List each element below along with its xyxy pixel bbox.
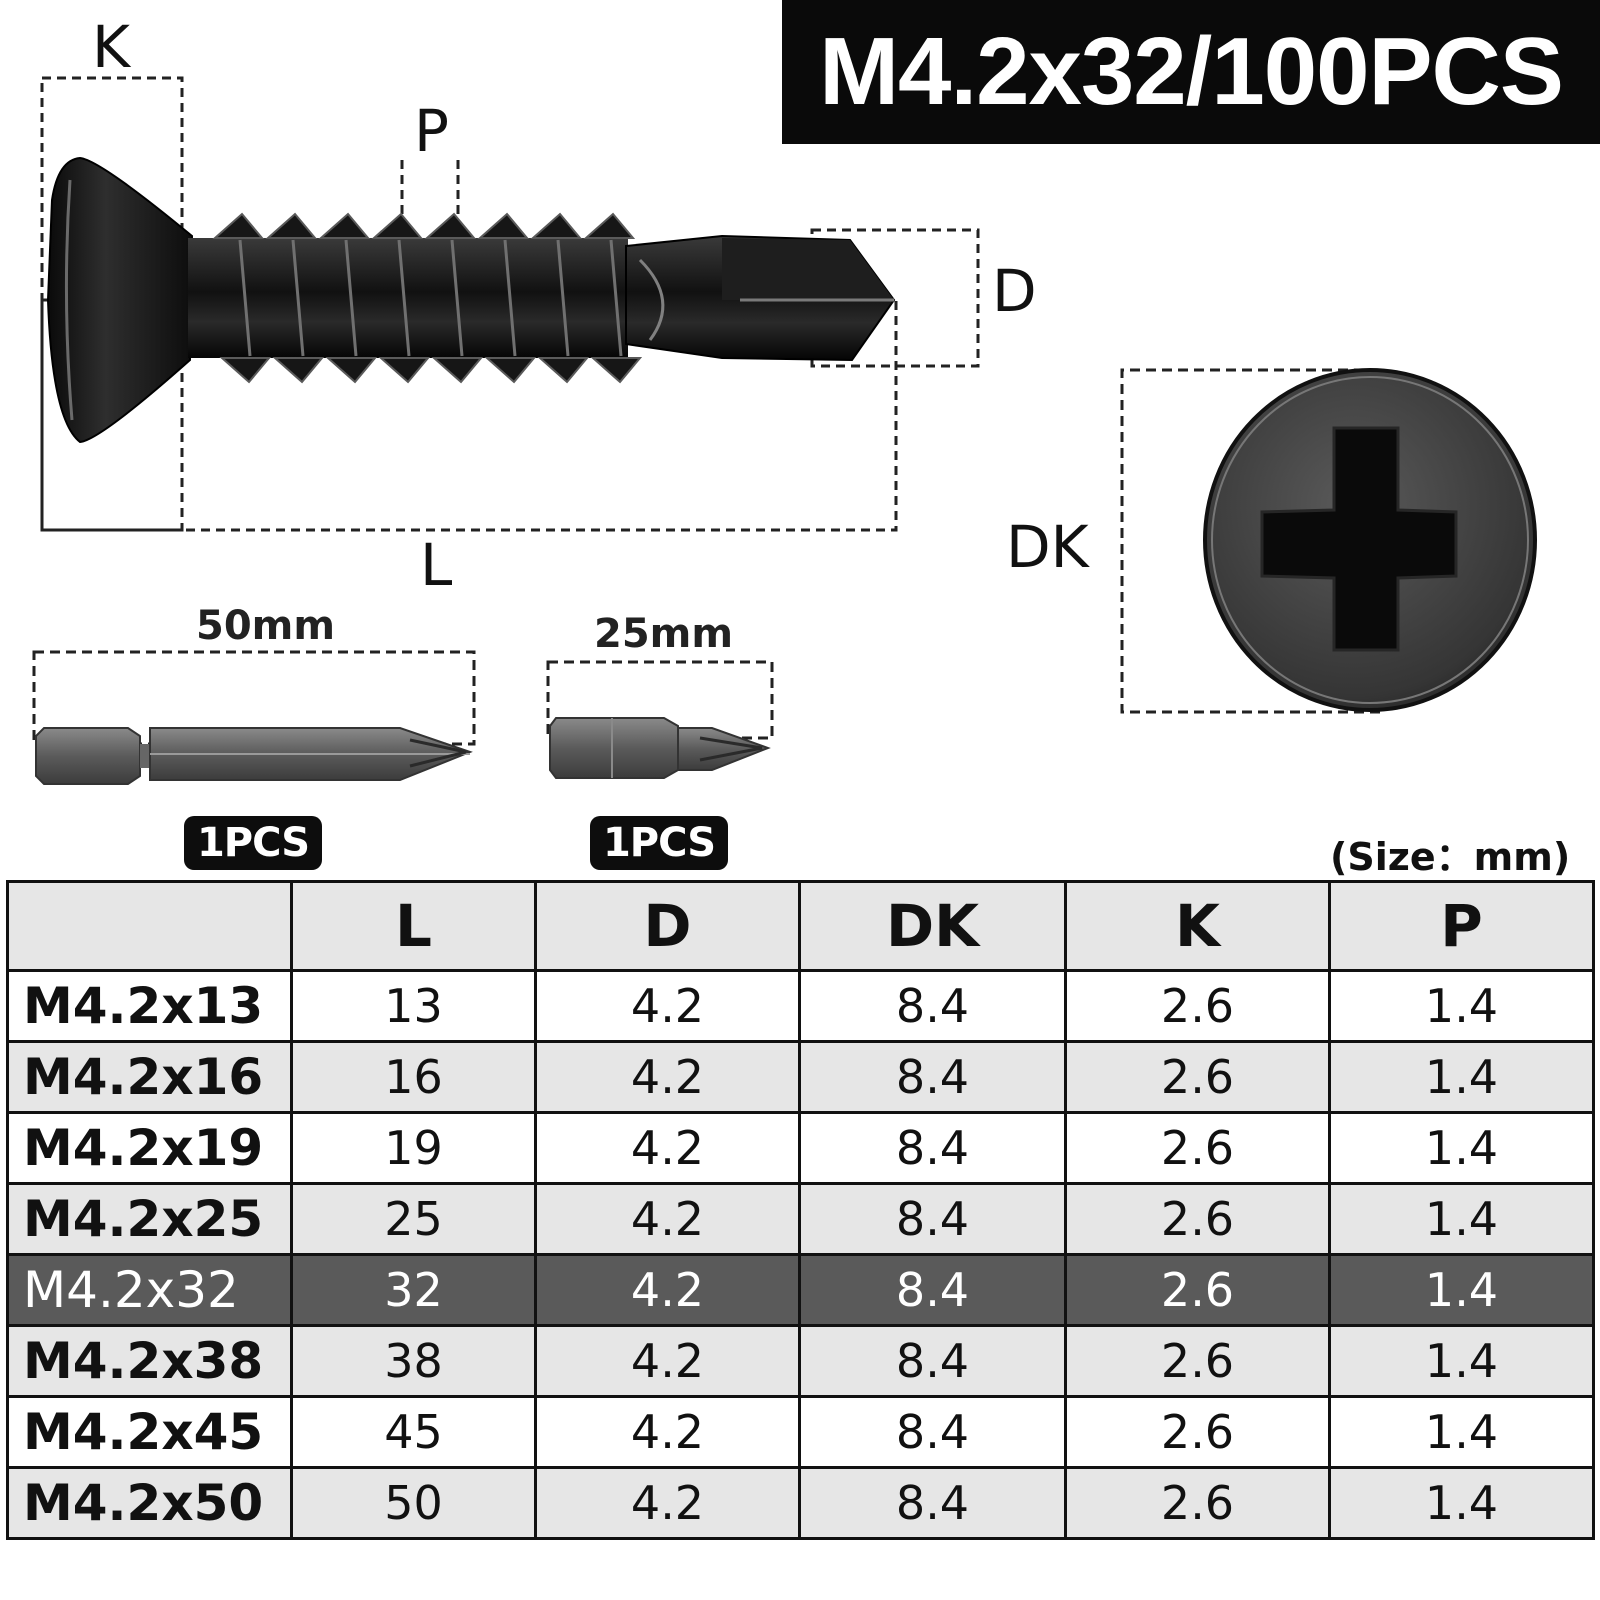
cell-p: 1.4 (1328, 1111, 1595, 1185)
cell-model: M4.2x38 (6, 1324, 293, 1398)
cell-p: 1.4 (1328, 1182, 1595, 1256)
cell-dk: 8.4 (798, 1324, 1067, 1398)
table-header-row: L D DK K P (6, 880, 1595, 972)
header-d: D (534, 880, 801, 972)
header-p: P (1328, 880, 1595, 972)
cell-model: M4.2x16 (6, 1040, 293, 1114)
size-unit-note: (Size：mm) (1330, 835, 1571, 879)
cell-p: 1.4 (1328, 1040, 1595, 1114)
cell-k: 2.6 (1064, 1395, 1331, 1469)
cell-d: 4.2 (534, 969, 801, 1043)
header-l: L (290, 880, 537, 972)
driver-bit-50mm-icon (35, 727, 473, 785)
header-k: K (1064, 880, 1331, 972)
dk-dimension-box (1120, 368, 1380, 714)
cell-d: 4.2 (534, 1182, 801, 1256)
cell-p: 1.4 (1328, 969, 1595, 1043)
cell-p: 1.4 (1328, 1466, 1595, 1540)
cell-dk: 8.4 (798, 1466, 1067, 1540)
cell-k: 2.6 (1064, 1111, 1331, 1185)
cell-p: 1.4 (1328, 1253, 1595, 1327)
cell-k: 2.6 (1064, 1182, 1331, 1256)
cell-model: M4.2x25 (6, 1182, 293, 1256)
bit-25mm-length: 25mm (594, 611, 734, 657)
cell-p: 1.4 (1328, 1324, 1595, 1398)
cell-d: 4.2 (534, 1466, 801, 1540)
drill-point-icon (625, 234, 896, 362)
cell-l: 38 (290, 1324, 537, 1398)
header-dk: DK (798, 880, 1067, 972)
cell-l: 19 (290, 1111, 537, 1185)
bit-50mm-qty-badge: 1PCS (184, 816, 322, 870)
cell-dk: 8.4 (798, 1040, 1067, 1114)
cell-d: 4.2 (534, 1040, 801, 1114)
screw-head-side-icon (46, 156, 194, 444)
cell-l: 25 (290, 1182, 537, 1256)
cell-l: 50 (290, 1466, 537, 1540)
cell-l: 16 (290, 1040, 537, 1114)
cell-model: M4.2x45 (6, 1395, 293, 1469)
cell-model: M4.2x50 (6, 1466, 293, 1540)
cell-dk: 8.4 (798, 1111, 1067, 1185)
bit-25mm-dimension-box (546, 660, 774, 740)
cell-k: 2.6 (1064, 1040, 1331, 1114)
label-k: K (92, 13, 131, 81)
cell-d: 4.2 (534, 1253, 801, 1327)
d-dimension-box (810, 228, 980, 368)
screw-diagram (32, 76, 1537, 785)
label-l: L (420, 531, 453, 599)
cell-l: 32 (290, 1253, 537, 1327)
cell-k: 2.6 (1064, 1324, 1331, 1398)
cell-d: 4.2 (534, 1111, 801, 1185)
phillips-head-top-icon (1203, 368, 1537, 712)
cell-model: M4.2x32 (6, 1253, 293, 1327)
screw-shank-icon (188, 212, 643, 384)
label-p: P (414, 97, 449, 165)
cell-l: 13 (290, 969, 537, 1043)
cell-k: 2.6 (1064, 969, 1331, 1043)
cell-l: 45 (290, 1395, 537, 1469)
cell-dk: 8.4 (798, 1395, 1067, 1469)
cell-k: 2.6 (1064, 1466, 1331, 1540)
cell-k: 2.6 (1064, 1253, 1331, 1327)
label-d: D (992, 257, 1037, 325)
cell-model: M4.2x13 (6, 969, 293, 1043)
cell-dk: 8.4 (798, 1253, 1067, 1327)
cell-dk: 8.4 (798, 1182, 1067, 1256)
cell-d: 4.2 (534, 1324, 801, 1398)
driver-bit-25mm-icon (549, 717, 771, 779)
bit-50mm-length: 50mm (196, 603, 336, 649)
header-model (6, 880, 293, 972)
cell-p: 1.4 (1328, 1395, 1595, 1469)
product-title: M4.2x32/100PCS (782, 0, 1600, 144)
bit-25mm-qty-badge: 1PCS (590, 816, 728, 870)
cell-d: 4.2 (534, 1395, 801, 1469)
cell-model: M4.2x19 (6, 1111, 293, 1185)
label-dk: DK (1006, 513, 1089, 581)
cell-dk: 8.4 (798, 969, 1067, 1043)
